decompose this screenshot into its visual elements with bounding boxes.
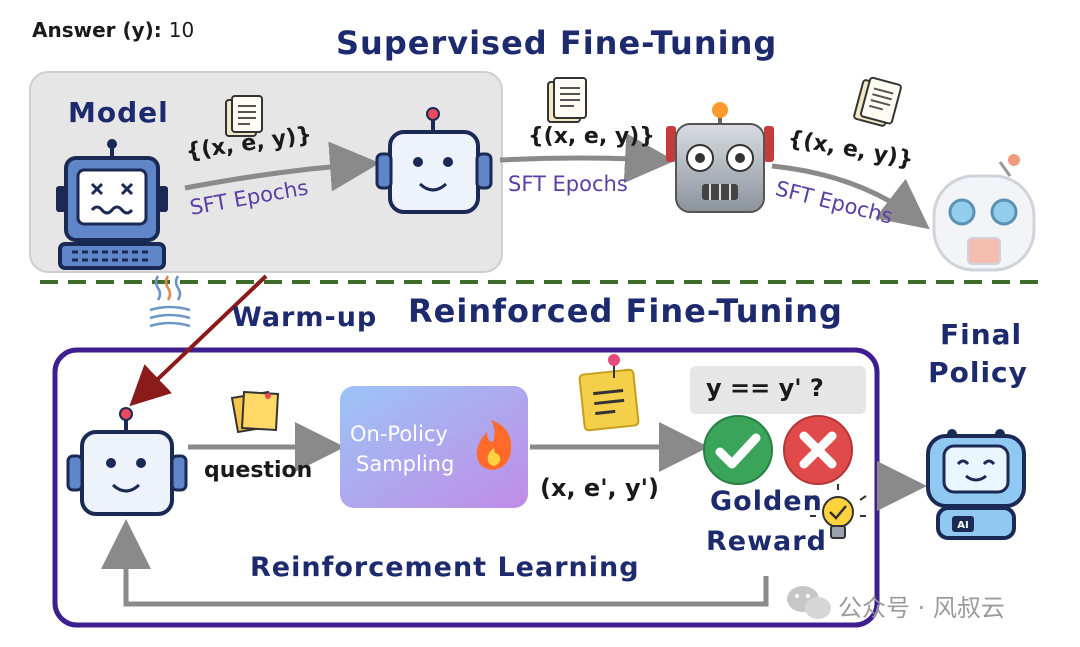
answer-label: Answer (y): (32, 18, 162, 42)
ai-chip-label: AI (957, 520, 968, 531)
answer-label-row: Answer (y): 10 (32, 18, 194, 42)
sft-epochs-label-2: SFT Epochs (508, 172, 628, 196)
sft-title: Supervised Fine-Tuning (336, 24, 778, 62)
sft-final-robot-icon (932, 154, 1036, 272)
document-icon-2 (547, 77, 587, 123)
final-policy-robot-icon: AI (926, 429, 1026, 540)
document-icon-1 (225, 95, 263, 137)
policy-robot-icon (66, 407, 188, 516)
sampling-label-line2: Sampling (356, 452, 455, 476)
question-label: question (204, 458, 313, 483)
warmup-arrow (129, 274, 268, 407)
sft-model-robot-icon (375, 107, 493, 214)
fire-icon (476, 420, 512, 470)
wrong-icon (783, 415, 853, 485)
warmup-label: Warm-up (232, 302, 378, 333)
final-policy-label-line1: Final (940, 318, 1023, 351)
golden-reward-line2: Reward (706, 526, 827, 557)
sft-arrow-1 (184, 141, 380, 192)
correct-icon (703, 415, 773, 485)
check-label: y == y' ? (706, 374, 824, 402)
broken-model-robot-icon (56, 139, 168, 270)
model-label: Model (68, 96, 169, 129)
rollout-label: (x, e', y') (540, 474, 659, 502)
feedback-loop-arrow (101, 519, 769, 607)
metal-robot-icon (666, 102, 774, 213)
answer-value: 10 (168, 18, 195, 42)
sft-arrow-3 (771, 163, 930, 230)
wechat-icon (787, 586, 831, 619)
final-policy-label-line2: Policy (928, 356, 1028, 389)
sticky-notes-icon (230, 390, 280, 434)
watermark-text: 公众号 · 风叔云 (838, 594, 1005, 622)
document-icon-3 (853, 76, 902, 127)
notepad-icon (578, 354, 640, 432)
golden-reward-line1: Golden (710, 486, 823, 517)
rft-title: Reinforced Fine-Tuning (408, 292, 843, 330)
sampling-label-line1: On-Policy (350, 422, 448, 446)
heat-waves-icon (149, 275, 191, 328)
sampling-box (340, 386, 528, 508)
check-banner (690, 366, 866, 414)
dataset-label-2: {(x, e, y)} (528, 124, 655, 149)
sft-arrow-2 (499, 133, 675, 184)
rl-label: Reinforcement Learning (250, 552, 640, 583)
lightbulb-icon (809, 484, 867, 539)
